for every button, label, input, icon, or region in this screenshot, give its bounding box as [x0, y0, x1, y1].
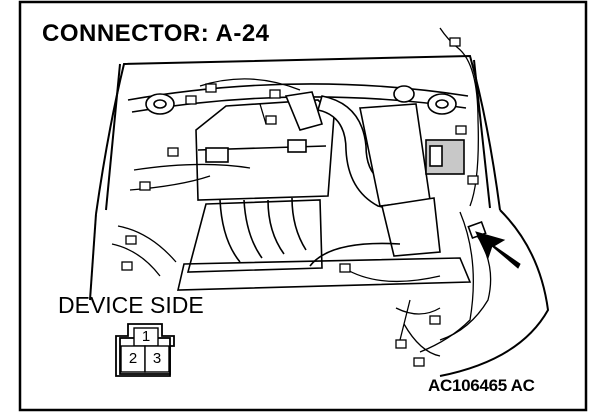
relay-box [425, 139, 465, 175]
pin-3-label: 3 [152, 350, 162, 367]
device-side-label: DEVICE SIDE [58, 292, 204, 318]
pin-2-cell [120, 345, 146, 373]
intake-runners [186, 197, 323, 273]
reference-code: AC106465 AC [428, 376, 535, 395]
pin-3-cell [144, 345, 170, 373]
connector-pins [120, 327, 170, 373]
small-connectors [121, 37, 479, 367]
connector-title: CONNECTOR: A-24 [42, 20, 270, 47]
arrow-icon [475, 231, 521, 269]
body-outline [89, 54, 550, 377]
pin-2-label: 2 [128, 350, 138, 367]
air-box [359, 103, 441, 257]
pin-1-label: 1 [141, 328, 151, 345]
radiator [176, 242, 472, 291]
reservoir-caps [145, 85, 457, 115]
outer-border [18, 0, 588, 412]
